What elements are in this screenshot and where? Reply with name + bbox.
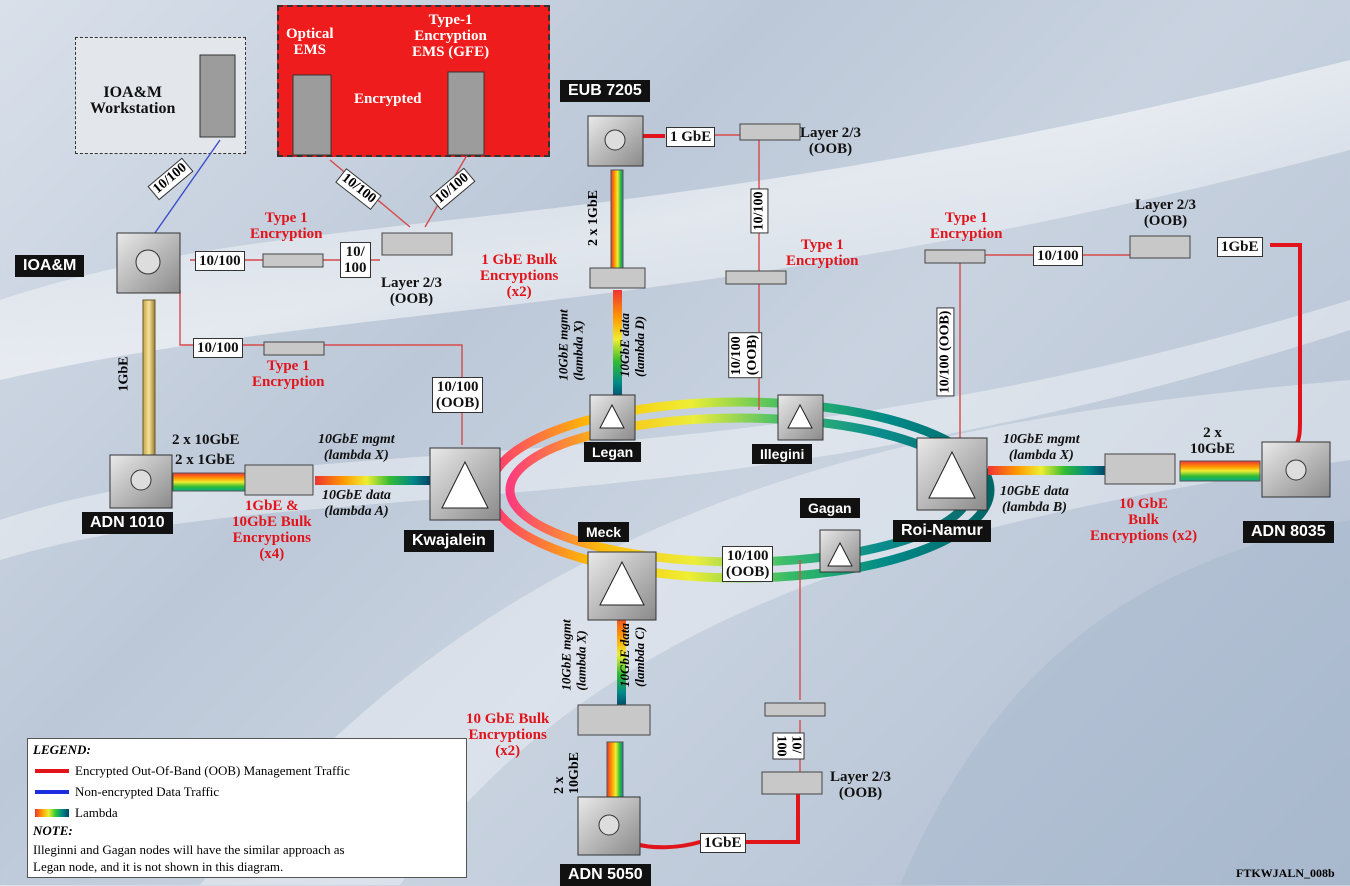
label-type1-d: Type 1 Encryption xyxy=(930,210,1003,242)
oob-swatch xyxy=(35,768,69,773)
node-gagan[interactable]: Gagan xyxy=(800,498,860,518)
figure-id: FTKWJALN_008b xyxy=(1236,866,1335,880)
label-roi-10-100: 10/100 xyxy=(1033,246,1083,266)
flat-devices xyxy=(244,123,1191,795)
optical-symbols xyxy=(441,403,976,606)
label-legan-mgmt: 10GbE mgmt (lambda X) xyxy=(555,309,586,381)
label-ten-100: 10/ 100 xyxy=(340,242,371,278)
label-2x10gbe-b: 2 x 10GbE xyxy=(1190,425,1236,457)
label-roi-oob: 10/100 (OOB) xyxy=(936,307,955,397)
label-2x10gbe: 2 x 10GbE xyxy=(172,432,240,448)
legend: LEGEND: Encrypted Out-Of-Band (OOB) Mana… xyxy=(27,738,467,878)
workstation-label: IOA&M Workstation xyxy=(90,84,176,117)
note-text: Illeginni and Gagan nodes will have the … xyxy=(33,842,345,874)
label-bulk-d: 10 GbE Bulk Encryptions (x2) xyxy=(466,711,550,759)
label-bulk-a: 1GbE & 10GbE Bulk Encryptions (x4) xyxy=(232,498,312,562)
node-eub7205[interactable]: EUB 7205 xyxy=(560,80,650,102)
label-kwaj-mgmt: 10GbE mgmt (lambda X) xyxy=(318,432,395,463)
node-kwajalein[interactable]: Kwajalein xyxy=(404,530,494,552)
label-type1-b: Type 1 Encryption xyxy=(252,358,325,390)
label-legan-data: 10GbE data (lambda D) xyxy=(616,313,647,377)
label-meck-mgmt: 10GbE mgmt (lambda X) xyxy=(558,619,589,691)
label-onegbe-8035: 1GbE xyxy=(1217,237,1263,257)
tube-eub xyxy=(610,169,624,271)
tube-1010 xyxy=(172,472,246,492)
node-meck[interactable]: Meck xyxy=(578,522,630,542)
node-adn1010[interactable]: ADN 1010 xyxy=(82,512,173,534)
optical-ems-label: Optical EMS xyxy=(286,26,334,58)
note-heading: NOTE: xyxy=(33,823,73,838)
tube-8035 xyxy=(1179,460,1261,482)
node-ioam[interactable]: IOA&M xyxy=(15,255,85,277)
server-shapes xyxy=(199,54,485,156)
node-roi-namur[interactable]: Roi-Namur xyxy=(893,520,991,542)
label-ioam-encryption: 10/100 xyxy=(195,251,245,271)
lambda-roi xyxy=(988,466,1106,475)
label-meck-data: 10GbE data (lambda C) xyxy=(616,623,647,687)
label-type1-c: Type 1 Encryption xyxy=(786,237,859,269)
label-layer23-a: Layer 2/3 (OOB) xyxy=(381,275,442,307)
legend-label-data: Non-encrypted Data Traffic xyxy=(75,783,220,799)
lambda-swatch xyxy=(35,808,69,817)
tube-5050 xyxy=(606,741,624,803)
label-onegbe-5050: 1GbE xyxy=(700,833,746,853)
legend-label-oob: Encrypted Out-Of-Band (OOB) Management T… xyxy=(75,762,350,778)
encrypted-label: Encrypted xyxy=(354,91,422,107)
label-eub-2x1gbe: 2 x 1GbE xyxy=(586,189,602,247)
node-legan[interactable]: Legan xyxy=(584,442,642,462)
label-meck-oob: 10/100 (OOB) xyxy=(722,546,774,582)
label-layer23-d: Layer 2/3 (OOB) xyxy=(830,769,891,801)
data-link-workstation xyxy=(149,139,221,241)
label-eub-1gbe: 1 GbE xyxy=(666,127,716,147)
label-onegbe-ioam: 1GbE xyxy=(116,356,132,392)
label-eub-10-100: 10/100 xyxy=(750,188,769,234)
label-2x1gbe: 2 x 1GbE xyxy=(175,452,236,468)
legend-item-oob: Encrypted Out-Of-Band (OOB) Management T… xyxy=(33,760,461,781)
label-kwaj-oob: 10/100 (OOB) xyxy=(432,377,484,413)
label-type1-a: Type 1 Encryption xyxy=(250,210,323,242)
legend-label-lambda: Lambda xyxy=(75,804,118,820)
lambda-legan xyxy=(613,290,622,400)
node-adn8035[interactable]: ADN 8035 xyxy=(1243,521,1334,543)
label-bulk-c: 10 GbE Bulk Encryptions (x2) xyxy=(1090,496,1198,544)
tube-ioam xyxy=(142,299,156,456)
node-adn5050[interactable]: ADN 5050 xyxy=(560,864,651,886)
label-ten100-rot: 10/ 100 xyxy=(772,732,805,760)
label-roi-mgmt: 10GbE mgmt (lambda X) xyxy=(1003,432,1080,463)
router-balls xyxy=(130,129,1307,836)
node-illegini[interactable]: Illegini xyxy=(752,444,813,464)
legend-heading: LEGEND: xyxy=(33,742,91,757)
label-illegini-oob: 10/100 (OOB) xyxy=(728,331,763,379)
label-ioam-oob: 10/100 xyxy=(193,338,243,358)
label-bulk-b: 1 GbE Bulk Encryptions (x2) xyxy=(480,252,559,300)
label-layer23-c: Layer 2/3 (OOB) xyxy=(1135,197,1196,229)
lambda-kwaj xyxy=(315,476,430,485)
label-kwaj-data: 10GbE data (lambda A) xyxy=(322,488,391,519)
data-swatch xyxy=(35,789,69,794)
legend-item-data: Non-encrypted Data Traffic xyxy=(33,781,461,802)
label-2x10gbe-c: 2 x 10GbE xyxy=(552,751,583,795)
legend-item-lambda: Lambda xyxy=(33,802,461,823)
label-layer23-b: Layer 2/3 (OOB) xyxy=(800,125,861,157)
type1-ems-label: Type-1 Encryption EMS (GFE) xyxy=(412,12,490,60)
lambda-meck xyxy=(617,612,626,707)
label-roi-data: 10GbE data (lambda B) xyxy=(1000,484,1069,515)
